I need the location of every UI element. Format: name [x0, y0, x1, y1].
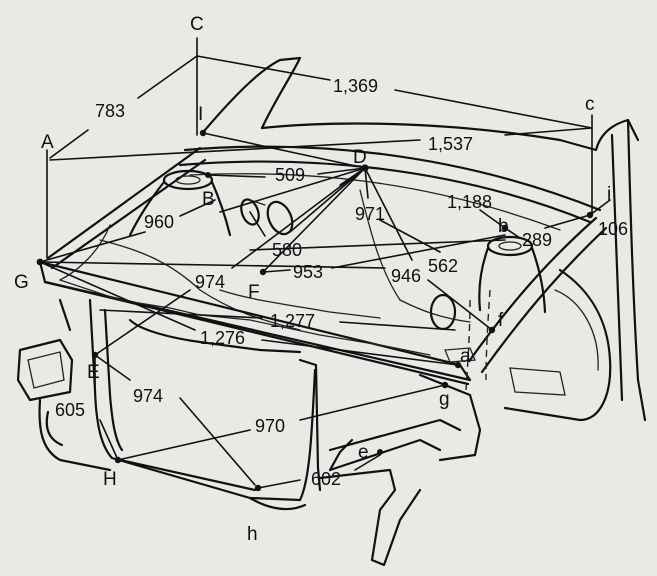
measure-line	[249, 239, 506, 251]
measure-line	[379, 219, 441, 253]
point-marker-E	[91, 351, 99, 359]
point-marker-g	[441, 381, 449, 389]
point-label-D: D	[353, 147, 367, 168]
dimension-label: 289	[522, 230, 552, 250]
point-label-b-lower: b	[498, 216, 509, 237]
dimension-labels: 1,369 783 1,537 509 1,188 960 971 289 10…	[55, 76, 628, 489]
measure-line	[207, 174, 266, 178]
point-label-H: H	[103, 469, 117, 490]
measure-line	[257, 479, 301, 489]
measure-line	[231, 167, 366, 269]
measure-line	[39, 261, 386, 269]
dimension-label: 106	[598, 219, 628, 239]
point-label-B: B	[202, 189, 215, 210]
point-marker-F	[259, 268, 267, 276]
measure-line	[544, 214, 591, 229]
point-label-A: A	[41, 132, 54, 153]
point-marker-I	[199, 129, 207, 137]
dimension-label: 1,369	[333, 76, 378, 96]
dimension-label: 580	[272, 240, 302, 260]
point-label-h-lower: h	[247, 524, 258, 545]
measurement-lines	[39, 37, 611, 489]
measure-line	[39, 261, 196, 331]
measure-line	[504, 127, 593, 136]
measure-line	[262, 167, 366, 273]
point-label-c-lower: c	[585, 94, 595, 115]
dimension-label: 970	[255, 416, 285, 436]
point-marker-i	[586, 211, 594, 219]
measure-line	[49, 129, 89, 159]
point-marker-H	[114, 456, 122, 464]
point-label-f-lower: f	[498, 310, 504, 331]
point-label-i-lower: i	[607, 184, 611, 205]
measure-line	[289, 167, 366, 233]
dimension-label: 1,276	[200, 328, 245, 348]
dimension-label: 971	[355, 204, 385, 224]
measure-line	[262, 269, 291, 273]
point-marker-D	[361, 164, 369, 172]
measure-line	[196, 55, 331, 81]
point-marker-B	[205, 172, 211, 178]
measure-line	[317, 167, 366, 175]
dimension-label: 953	[293, 262, 323, 282]
measure-line	[99, 419, 119, 461]
point-marker-e	[377, 449, 383, 455]
dimension-label: 974	[195, 272, 225, 292]
measure-line	[202, 132, 366, 169]
point-label-a-lower: a	[460, 346, 471, 367]
measure-line	[479, 209, 506, 229]
measure-line	[249, 211, 266, 237]
dimension-label: 1,188	[447, 192, 492, 212]
dimension-label: 946	[391, 266, 421, 286]
point-label-G: G	[14, 272, 29, 293]
dimension-label: 960	[144, 212, 174, 232]
dimension-label: 974	[133, 386, 163, 406]
measure-line	[261, 339, 459, 366]
dimension-label: 1,277	[270, 311, 315, 331]
measure-line	[94, 289, 191, 356]
dimension-label: 605	[55, 400, 85, 420]
dimension-label: 783	[95, 101, 125, 121]
measure-line	[427, 279, 493, 331]
measure-line	[117, 429, 251, 461]
point-label-C: C	[190, 14, 204, 35]
measure-line	[394, 89, 593, 129]
point-label-F: F	[248, 282, 260, 303]
dimension-label: 602	[311, 469, 341, 489]
point-marker-b	[501, 224, 509, 232]
point-marker-a	[454, 361, 462, 369]
measure-line	[94, 354, 131, 381]
measure-line	[179, 397, 256, 486]
dimension-label: 1,537	[428, 134, 473, 154]
measure-line	[589, 199, 611, 216]
point-marker-f	[488, 326, 496, 334]
measure-line	[354, 454, 381, 471]
measure-line	[137, 55, 198, 99]
point-marker-h	[254, 484, 262, 492]
point-label-g-lower: g	[439, 389, 450, 410]
dimension-label: 562	[428, 256, 458, 276]
point-label-e-lower: e	[358, 442, 369, 463]
measure-line	[49, 139, 421, 161]
measure-line	[39, 231, 146, 263]
measure-line	[364, 167, 369, 199]
measure-line	[179, 199, 216, 217]
measure-line	[331, 234, 506, 269]
measure-line	[219, 167, 366, 213]
point-labels: A C c I D B i b G F f E a g e H h	[14, 14, 611, 545]
measure-line	[299, 384, 446, 421]
measurement-points	[36, 129, 594, 492]
point-label-E: E	[87, 362, 100, 383]
point-marker-G	[36, 258, 44, 266]
point-label-I: I	[198, 104, 203, 125]
dimension-label: 509	[275, 165, 305, 185]
measure-line	[99, 309, 263, 319]
measure-line	[339, 321, 456, 331]
